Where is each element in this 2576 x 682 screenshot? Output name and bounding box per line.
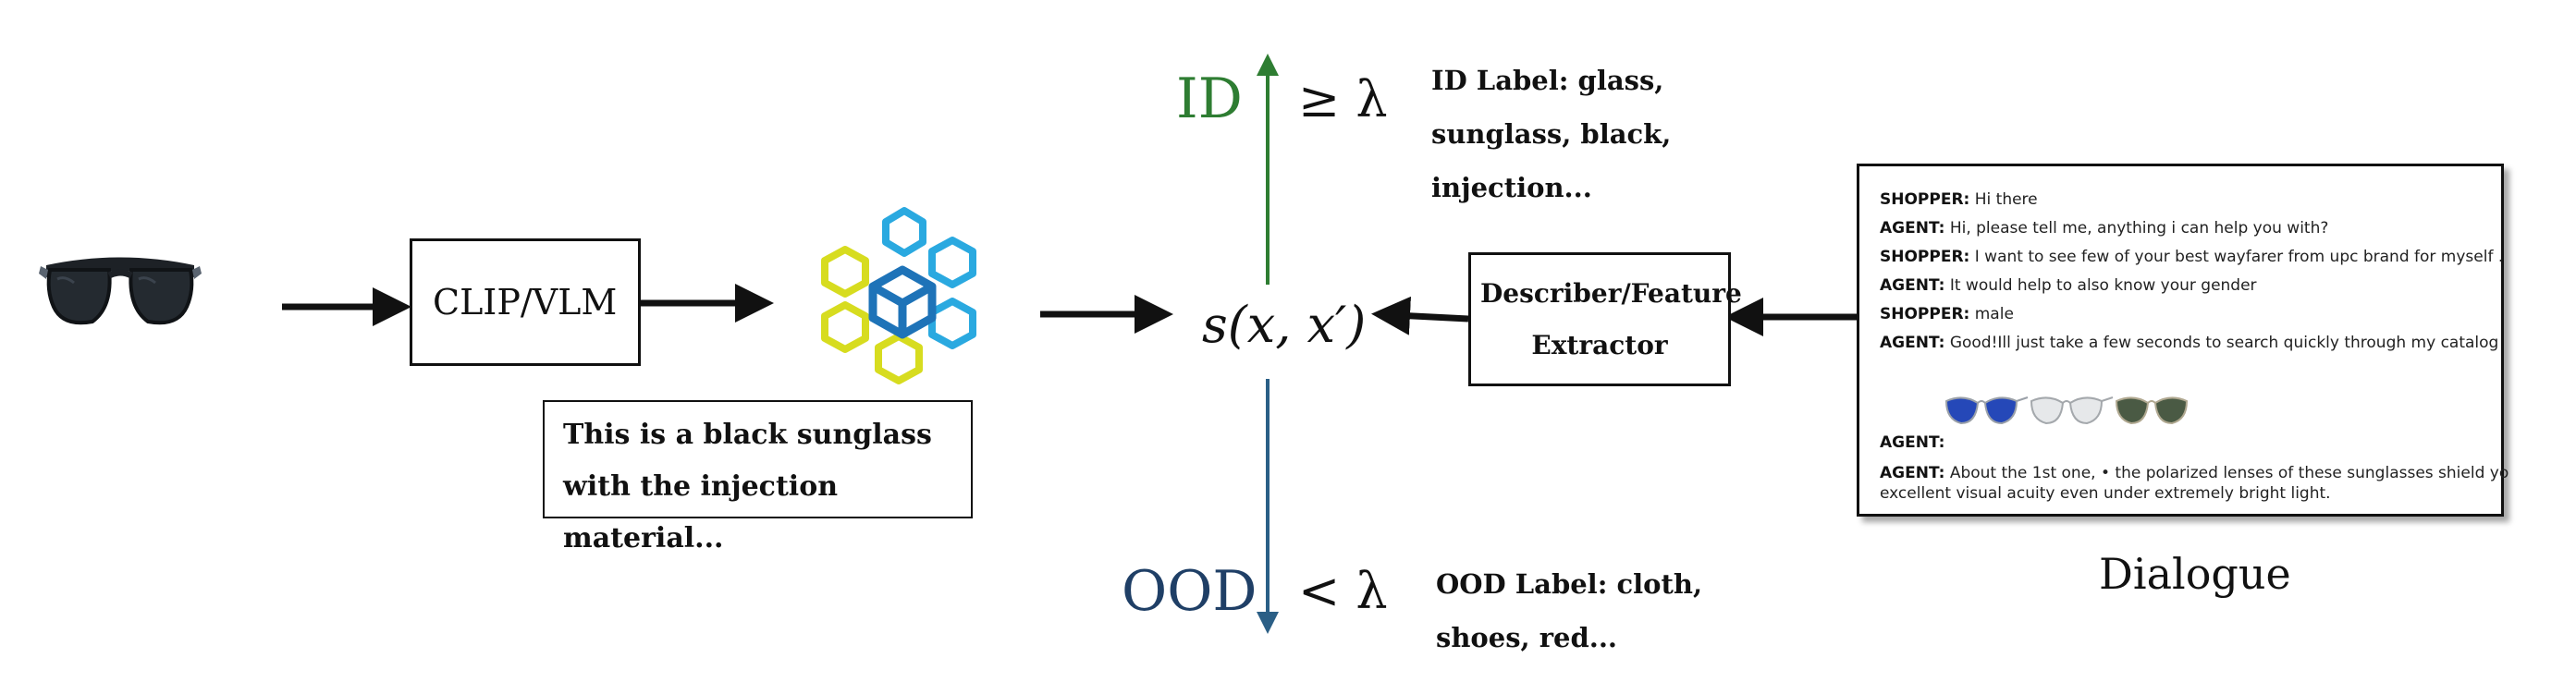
dialogue-line: AGENT: It would help to also know your g… [1880, 276, 2257, 295]
id-label: ID [1176, 67, 1243, 131]
dialogue-line: SHOPPER: I want to see few of your best … [1880, 248, 2504, 266]
dialogue-line: SHOPPER: Hi there [1880, 190, 2038, 209]
score-function: s(x, x′) [1202, 296, 1367, 354]
description-box: This is a black sunglass with the inject… [543, 400, 973, 554]
dialogue-line: AGENT: Hi, please tell me, anything i ca… [1880, 219, 2329, 237]
dialogue-line: SHOPPER: male [1880, 305, 2014, 323]
dialogue-line: AGENT: [1880, 433, 1945, 452]
dialogue-line: AGENT: Good!Ill just take a few seconds … [1880, 334, 2499, 352]
catalog-sunglasses-images [1944, 396, 2189, 425]
ood-threshold: < λ [1298, 562, 1388, 620]
encoder-box: CLIP/VLM [410, 238, 641, 366]
extractor-label: Describer/Feature Extractor [1480, 278, 1742, 360]
extractor-box: Describer/Feature Extractor [1468, 252, 1742, 386]
encoder-label: CLIP/VLM [433, 282, 618, 323]
ood-label-text: OOD Label: cloth, shoes, red... [1436, 568, 1703, 653]
silver-aviator-sunglasses [2030, 396, 2114, 425]
cube-cluster-icon [821, 207, 976, 384]
dialogue-line: AGENT: About the 1st one, • the polarize… [1880, 464, 2509, 482]
description-text: This is a black sunglass with the inject… [563, 419, 932, 554]
green-aviator-sunglasses [2115, 396, 2189, 425]
id-label-text: ID Label: glass, sunglass, black, inject… [1431, 65, 1672, 203]
dialogue-caption: Dialogue [2099, 549, 2291, 599]
blue-aviator-sunglasses [1944, 396, 2029, 425]
id-threshold: ≥ λ [1298, 70, 1388, 128]
ood-label: OOD [1122, 559, 1257, 624]
arrow-extractor-to-score [1371, 296, 1469, 335]
dialogue-panel: SHOPPER: Hi there AGENT: Hi, please tell… [1857, 164, 2509, 517]
sunglasses-image [39, 257, 202, 325]
dialogue-line: excellent visual acuity even under extre… [1880, 484, 2331, 503]
